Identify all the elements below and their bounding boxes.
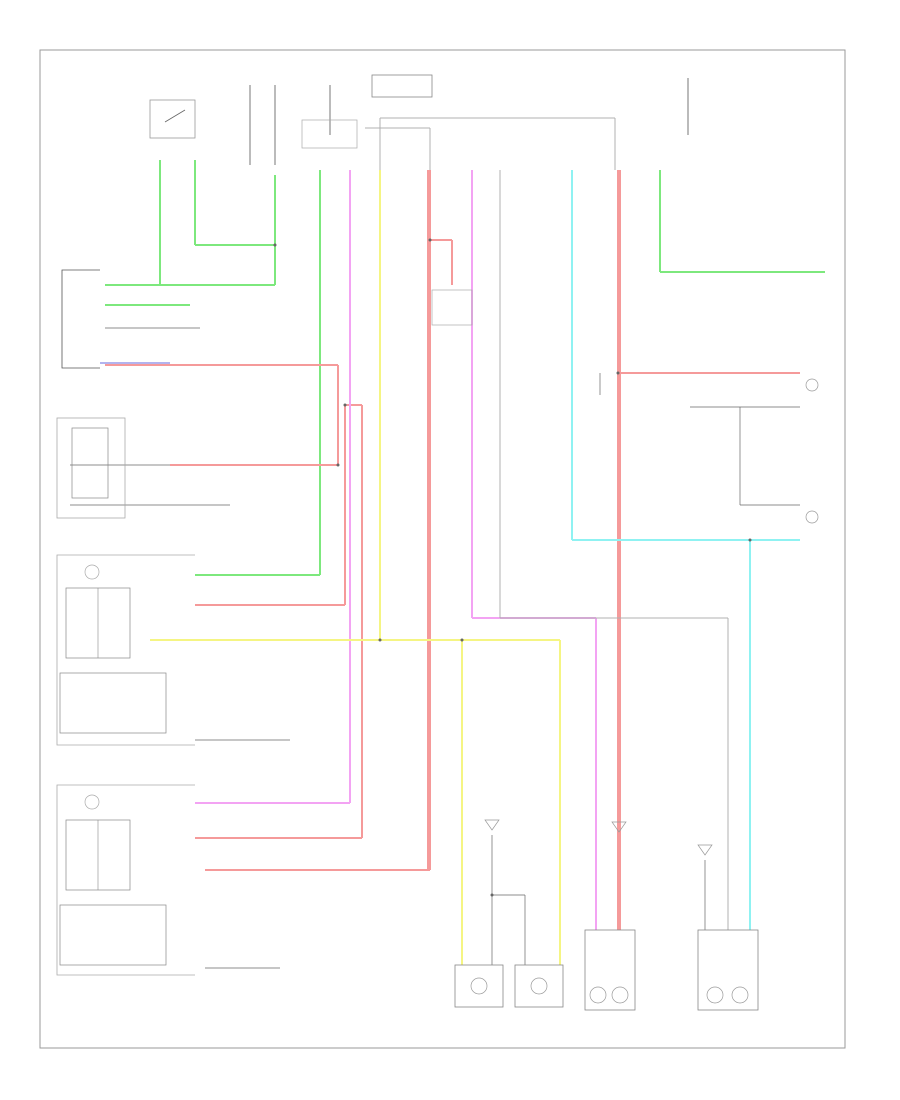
dark-wires <box>70 327 800 969</box>
left-rear-combination-light <box>56 554 195 746</box>
right-headlight-assembly <box>697 929 759 1011</box>
bottom-lamps <box>431 289 819 1011</box>
right-license-plate-light <box>514 964 564 1008</box>
pink-wires <box>105 170 800 930</box>
top-feeds <box>149 74 689 165</box>
green-wires <box>105 160 825 576</box>
yellow-wires <box>150 170 561 965</box>
license-plate-light <box>56 417 126 519</box>
stop-light-switch <box>149 99 196 139</box>
ground-icon <box>484 819 500 831</box>
ground-icon <box>611 821 627 833</box>
left-license-plate-light <box>454 964 504 1008</box>
cyan-wires <box>571 170 800 930</box>
headlight-relay-assembly <box>61 269 100 369</box>
gray-wires <box>365 117 729 930</box>
diagram-frame <box>39 49 846 1049</box>
left-components <box>56 269 195 976</box>
fuse-block <box>301 119 358 149</box>
left-headlight-assembly <box>584 929 636 1011</box>
ground-icon <box>697 844 713 856</box>
right-rear-combination-light <box>56 784 195 976</box>
magenta-wires <box>195 170 597 930</box>
right-side-marker <box>805 510 819 524</box>
fuse-box-label <box>371 74 433 98</box>
junction-dots <box>273 238 752 897</box>
combination-switch <box>431 289 473 326</box>
left-side-marker <box>805 378 819 392</box>
